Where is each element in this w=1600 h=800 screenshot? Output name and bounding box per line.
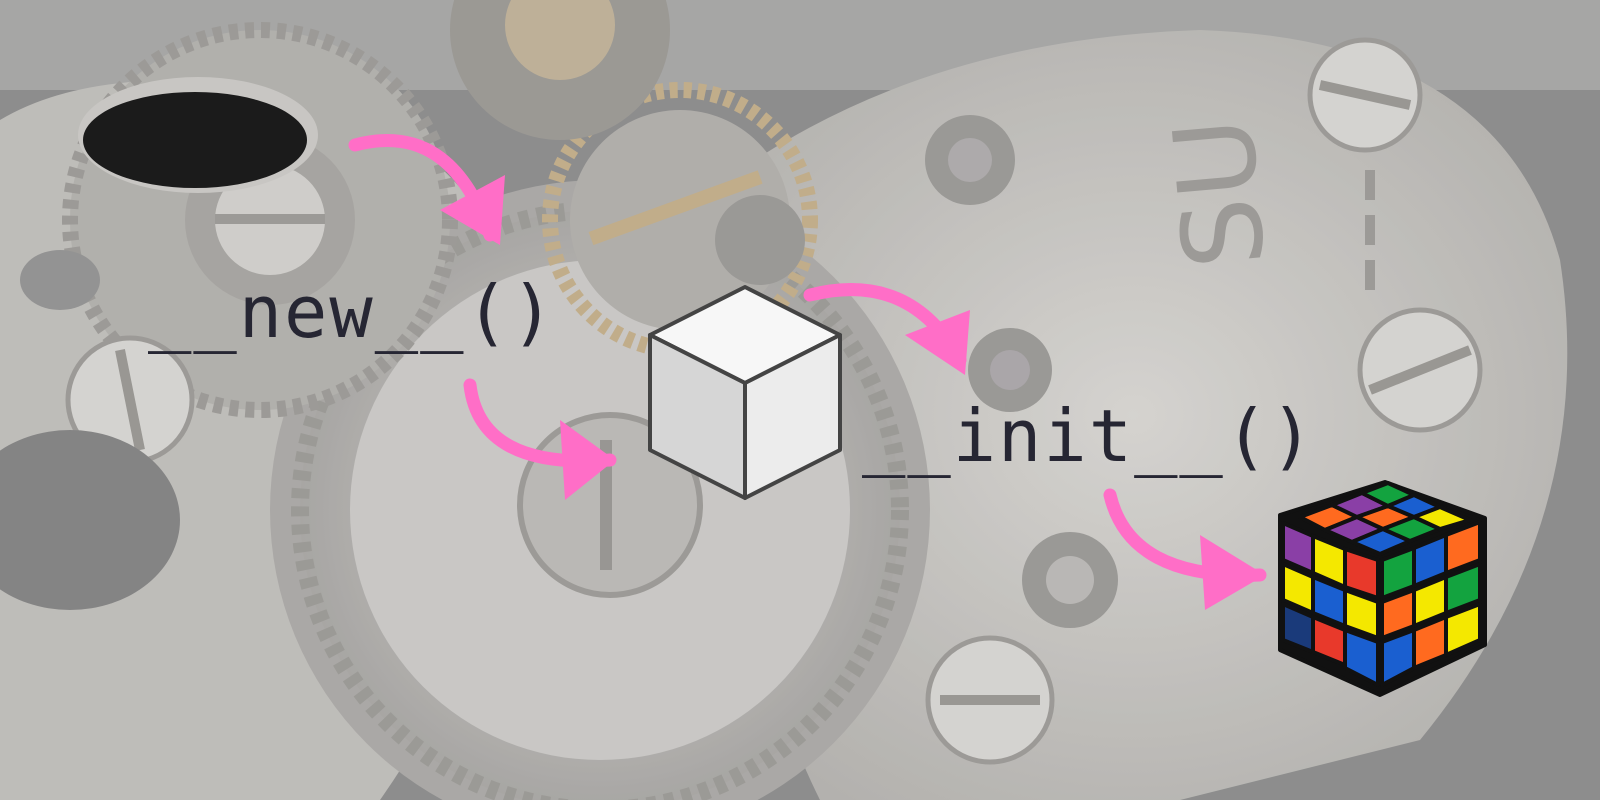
black-hole-icon [78,77,318,193]
arrowhead-3 [905,310,970,375]
init-method-label: __init__() [862,394,1316,478]
arrowhead-4 [1200,535,1265,610]
svg-text:SU: SU [1149,113,1290,274]
new-method-label: __new__() [148,270,557,354]
arrowhead-2 [560,420,615,500]
rubiks-cube-icon [1278,480,1487,697]
arrowhead-1 [440,175,505,245]
plain-cube-icon [648,285,842,500]
